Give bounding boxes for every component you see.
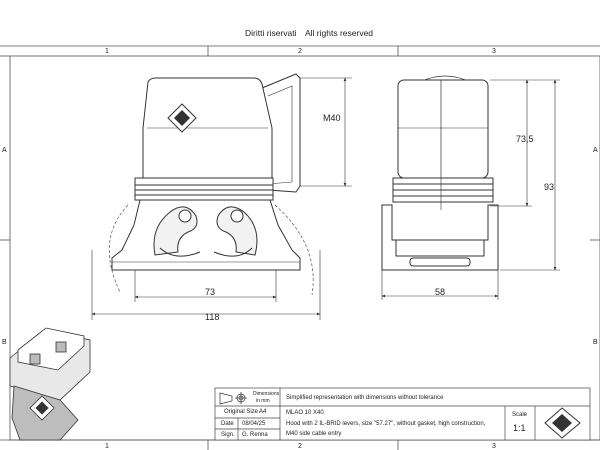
column-label-2-bottom: 2 bbox=[298, 443, 302, 450]
side-width-label: 58 bbox=[435, 287, 445, 297]
sign-label: Sign. bbox=[221, 432, 235, 438]
date-label: Date bbox=[221, 421, 234, 427]
row-label-b-right: B bbox=[593, 339, 598, 346]
dimensions-unit: in mm bbox=[256, 398, 270, 404]
width-118-dimension bbox=[91, 250, 321, 320]
date-value: 08/04/25 bbox=[242, 421, 266, 427]
description-line-1: Hood with 2 IL-BRID levers, size "57.27"… bbox=[286, 421, 486, 427]
m40-dimension bbox=[300, 77, 352, 187]
column-label-3: 3 bbox=[492, 48, 496, 55]
column-label-1-bottom: 1 bbox=[105, 443, 109, 450]
part-code: MLAO 10 X40 bbox=[286, 410, 324, 416]
original-size-value: A4 bbox=[259, 409, 267, 415]
isometric-view bbox=[9, 327, 91, 441]
column-label-3-bottom: 3 bbox=[492, 443, 496, 450]
side-total-height-label: 93 bbox=[544, 182, 554, 192]
front-inner-width-label: 73 bbox=[205, 287, 215, 297]
side-upper-height-label: 73,5 bbox=[516, 134, 534, 144]
column-label-1: 1 bbox=[105, 48, 109, 55]
front-view bbox=[108, 73, 314, 296]
thread-dimension-label: M40 bbox=[323, 113, 341, 123]
column-label-2: 2 bbox=[298, 48, 302, 55]
projection-symbol-icon bbox=[219, 392, 247, 405]
ilme-title-logo-icon bbox=[544, 407, 581, 439]
scale-value: 1:1 bbox=[513, 423, 526, 433]
sign-value: G. Renna bbox=[242, 432, 268, 438]
description-line-2: M40 side cable entry bbox=[286, 431, 342, 437]
width-73-dimension bbox=[134, 270, 277, 302]
representation-note: Simplified representation with dimension… bbox=[286, 395, 444, 401]
scale-label: Scale bbox=[512, 412, 528, 418]
dimensions-label: Dimensions bbox=[253, 391, 280, 397]
ilme-logo-icon bbox=[167, 103, 197, 133]
rights-notice: Diritti riservati bbox=[245, 28, 296, 38]
row-label-a-right: A bbox=[593, 147, 598, 154]
rights-notice-en: All rights reserved bbox=[305, 28, 373, 38]
width-58-dimension bbox=[381, 270, 499, 300]
row-label-b: B bbox=[2, 339, 7, 346]
side-view bbox=[381, 75, 499, 271]
original-size-label: Original Size bbox=[224, 409, 259, 415]
rights-english: All rights reserved bbox=[305, 28, 374, 38]
row-label-a: A bbox=[2, 147, 7, 154]
height-dimensions bbox=[490, 79, 560, 271]
front-overall-width-label: 118 bbox=[205, 312, 219, 322]
title-block bbox=[214, 387, 591, 441]
rights-italian: Diritti riservati bbox=[245, 28, 297, 38]
